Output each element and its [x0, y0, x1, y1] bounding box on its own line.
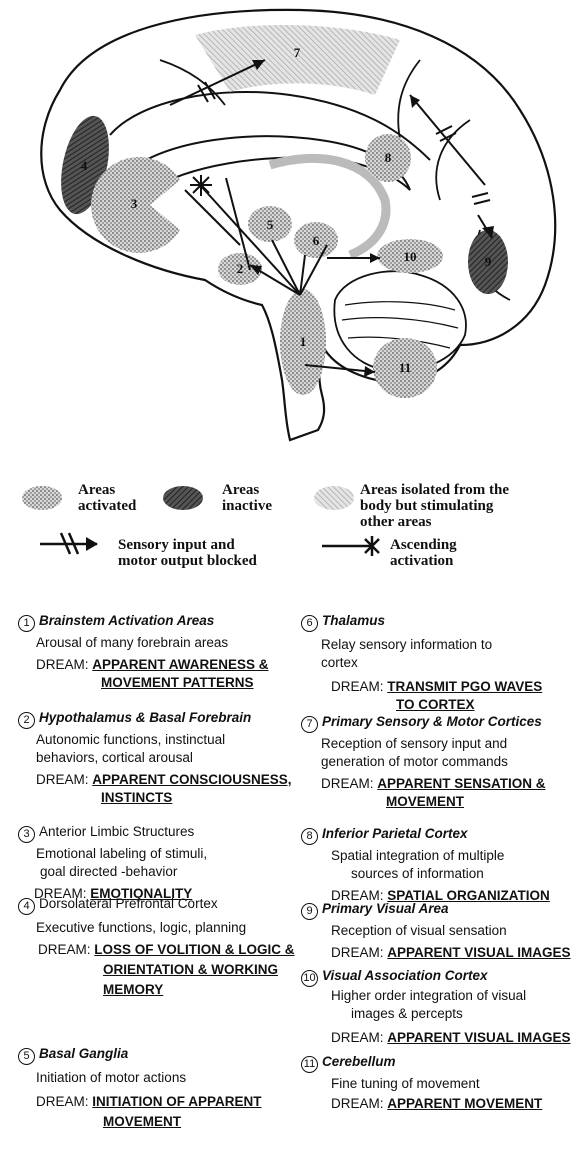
label-10: 10 — [404, 249, 417, 264]
label-8: 8 — [385, 150, 392, 165]
label-5: 5 — [267, 217, 274, 232]
legend-activated-swatch — [22, 486, 62, 510]
ascending-activation-star — [190, 175, 212, 196]
label-11: 11 — [399, 360, 411, 375]
label-6: 6 — [313, 233, 320, 248]
label-1: 1 — [300, 334, 307, 349]
label-9: 9 — [485, 254, 492, 269]
legend-isolated-swatch — [314, 486, 354, 510]
label-4: 4 — [81, 158, 88, 173]
brain-diagram: 7 4 8 3 5 6 10 9 2 1 11 — [0, 0, 582, 470]
label-2: 2 — [237, 261, 244, 276]
legend-inactive-swatch — [163, 486, 203, 510]
label-3: 3 — [131, 196, 138, 211]
label-7: 7 — [294, 45, 301, 60]
legend-blocked-arrowhead — [86, 537, 98, 551]
legend-ascending-star — [322, 536, 379, 556]
